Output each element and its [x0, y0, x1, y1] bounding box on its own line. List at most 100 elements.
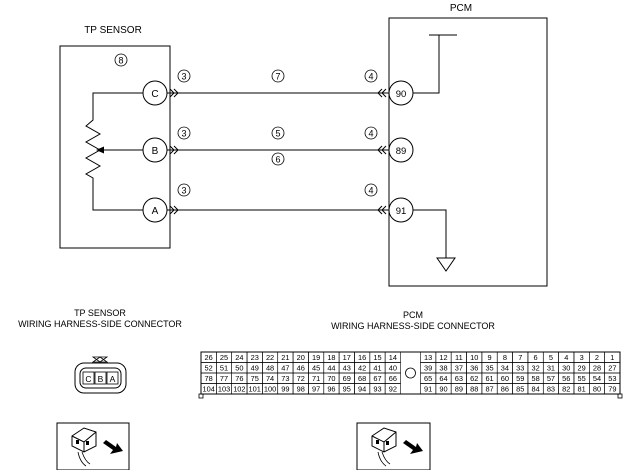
svg-text:51: 51 — [220, 364, 228, 373]
svg-text:43: 43 — [343, 364, 351, 373]
pcm-connector-terminal: 31 — [542, 362, 559, 374]
svg-text:102: 102 — [233, 385, 245, 394]
pcm-connector-terminal: 40 — [384, 362, 401, 374]
tp-connector-pin-b: B — [98, 374, 104, 384]
pcm-connector-terminal: 67 — [369, 372, 386, 384]
pcm-connector-terminal: 80 — [589, 383, 605, 395]
pcm-wire-marker-90: 4 — [364, 69, 378, 83]
svg-text:6: 6 — [275, 155, 280, 165]
svg-text:72: 72 — [297, 374, 305, 383]
sensor-wire-marker-c: 3 — [177, 69, 191, 83]
svg-text:86: 86 — [501, 385, 509, 394]
svg-text:15: 15 — [373, 353, 381, 362]
svg-text:93: 93 — [373, 385, 381, 394]
svg-text:92: 92 — [389, 385, 397, 394]
pcm-terminal-89: 89 — [388, 137, 414, 163]
svg-text:25: 25 — [220, 353, 228, 362]
wire-b-lower-marker: 6 — [271, 152, 285, 166]
svg-text:16: 16 — [358, 353, 366, 362]
pcm-connector-terminal: 5 — [542, 351, 559, 363]
svg-text:58: 58 — [531, 374, 539, 383]
pcm-connector-terminal: 38 — [435, 362, 452, 374]
pcm-connector-terminal: 27 — [604, 362, 621, 374]
svg-text:A: A — [152, 206, 159, 217]
pcm-connector-terminal: 79 — [604, 383, 621, 395]
svg-text:37: 37 — [455, 364, 463, 373]
pcm-connector-terminal: 29 — [573, 362, 590, 374]
svg-text:35: 35 — [485, 364, 493, 373]
pcm-connector-terminal: 4 — [558, 351, 575, 363]
pcm-connector-terminal: 72 — [292, 372, 309, 384]
pcm-connector-terminal: 18 — [323, 351, 340, 363]
svg-text:91: 91 — [396, 206, 407, 217]
svg-text:55: 55 — [578, 374, 586, 383]
svg-text:7: 7 — [275, 72, 280, 82]
svg-text:99: 99 — [281, 385, 289, 394]
svg-text:33: 33 — [516, 364, 524, 373]
svg-text:94: 94 — [358, 385, 366, 394]
wiper-arrow — [96, 146, 143, 154]
pcm-connector-terminal: 74 — [262, 372, 279, 384]
svg-text:69: 69 — [343, 374, 351, 383]
svg-text:21: 21 — [281, 353, 289, 362]
pcm-connector-terminal: 60 — [496, 372, 513, 384]
pcm-connector-terminal: 35 — [481, 362, 498, 374]
svg-text:81: 81 — [578, 385, 586, 394]
svg-text:50: 50 — [235, 364, 243, 373]
svg-text:89: 89 — [455, 385, 463, 394]
pcm-connector-terminal: 52 — [200, 362, 217, 374]
wire-c-90 — [167, 88, 389, 98]
tp-connector-face: C B A — [74, 356, 127, 394]
svg-text:49: 49 — [251, 364, 259, 373]
pcm-connector-terminal: 85 — [512, 383, 529, 395]
wire-a-91 — [167, 205, 389, 215]
pcm-connector-terminal: 19 — [308, 351, 325, 363]
svg-text:71: 71 — [312, 374, 320, 383]
svg-text:5: 5 — [549, 353, 553, 362]
svg-text:3: 3 — [181, 129, 186, 139]
svg-text:13: 13 — [424, 353, 432, 362]
svg-text:8: 8 — [503, 353, 507, 362]
pcm-connector-terminal: 26 — [200, 351, 217, 363]
svg-text:52: 52 — [205, 364, 213, 373]
svg-text:77: 77 — [220, 374, 228, 383]
potentiometer-symbol — [84, 92, 143, 211]
pcm-connector-terminal: 54 — [589, 372, 605, 384]
pcm-connector-terminal: 76 — [231, 372, 248, 384]
pcm-connector-terminal: 42 — [354, 362, 371, 374]
svg-text:80: 80 — [593, 385, 601, 394]
pcm-connector-terminal: 6 — [527, 351, 544, 363]
pcm-connector-terminal: 82 — [558, 383, 575, 395]
svg-text:73: 73 — [281, 374, 289, 383]
ground-symbol — [413, 209, 456, 272]
tp-connector-subtitle: WIRING HARNESS-SIDE CONNECTOR — [18, 319, 182, 329]
pcm-connector-terminal: 8 — [496, 351, 513, 363]
svg-text:47: 47 — [281, 364, 289, 373]
svg-text:98: 98 — [297, 385, 305, 394]
pcm-connector-terminal: 101 — [246, 383, 263, 395]
svg-text:91: 91 — [424, 385, 432, 394]
svg-text:9: 9 — [487, 353, 491, 362]
pcm-connector-terminal: 92 — [384, 383, 401, 395]
pcm-connector-terminal: 14 — [384, 351, 401, 363]
svg-text:103: 103 — [218, 385, 230, 394]
svg-text:41: 41 — [373, 364, 381, 373]
pcm-connector-terminal: 99 — [277, 383, 294, 395]
pcm-connector-terminal: 73 — [277, 372, 294, 384]
pcm-connector-terminal: 98 — [292, 383, 309, 395]
svg-text:89: 89 — [396, 146, 407, 157]
wire-b-89 — [167, 145, 389, 155]
svg-text:32: 32 — [531, 364, 539, 373]
svg-text:8: 8 — [118, 56, 123, 66]
svg-text:6: 6 — [534, 353, 538, 362]
pcm-connector-terminal: 59 — [512, 372, 529, 384]
pcm-connector-terminal: 22 — [262, 351, 279, 363]
svg-text:5: 5 — [275, 129, 280, 139]
svg-text:59: 59 — [516, 374, 524, 383]
pcm-connector-terminal: 55 — [573, 372, 590, 384]
tp-sensor-title: TP SENSOR — [84, 25, 142, 36]
svg-text:3: 3 — [580, 353, 584, 362]
pcm-connector-terminal: 45 — [308, 362, 325, 374]
svg-text:61: 61 — [485, 374, 493, 383]
